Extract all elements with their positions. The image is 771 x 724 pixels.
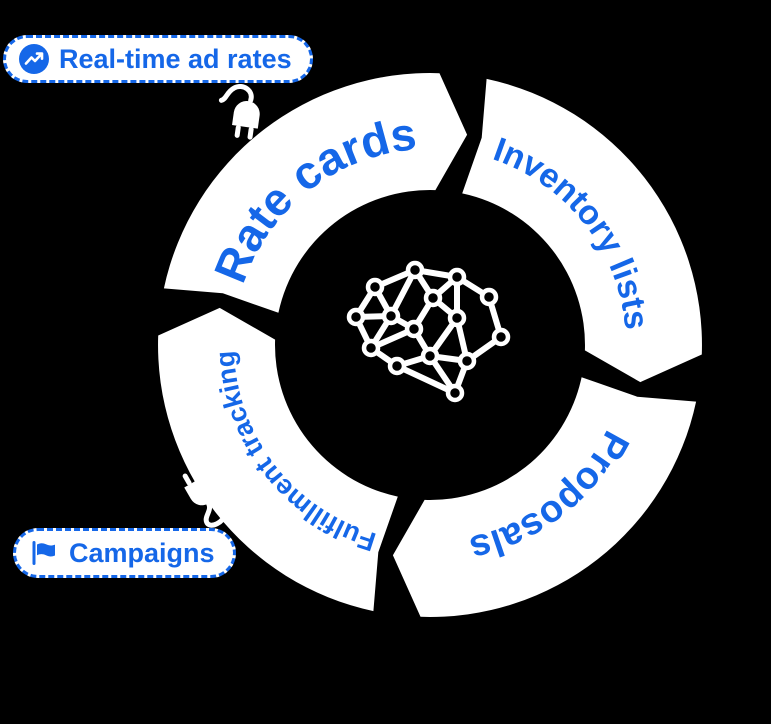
brain-node	[387, 356, 407, 376]
badge-label: Real-time ad rates	[59, 43, 292, 74]
trending-up-circle-icon	[19, 44, 49, 74]
power-plug-icon	[182, 467, 229, 528]
brain-node	[447, 308, 467, 328]
brain-node	[361, 338, 381, 358]
cycle-ring	[158, 73, 702, 617]
brain-node	[365, 277, 385, 297]
segment-inventory-lists	[462, 78, 702, 383]
brain-node	[491, 327, 511, 347]
power-plug-icon	[218, 84, 260, 140]
flag-icon	[32, 541, 55, 565]
brain-network-icon	[346, 260, 511, 403]
real-time-ad-rates-badge[interactable]: Real-time ad rates	[3, 35, 313, 83]
brain-edge	[394, 363, 458, 396]
brain-node	[457, 351, 477, 371]
brain-node	[479, 287, 499, 307]
brain-node	[420, 346, 440, 366]
brain-node	[381, 306, 401, 326]
segment-fulfillment-tracking	[158, 307, 398, 612]
badge-label: Campaigns	[69, 537, 215, 568]
brain-node	[404, 319, 424, 339]
campaigns-badge[interactable]: Campaigns	[13, 528, 236, 578]
segment-proposals	[392, 377, 697, 617]
segment-rate-cards	[163, 73, 468, 313]
brain-node	[445, 383, 465, 403]
brain-node	[423, 288, 443, 308]
brain-node	[447, 267, 467, 287]
brain-node	[346, 307, 366, 327]
brain-node	[405, 260, 425, 280]
